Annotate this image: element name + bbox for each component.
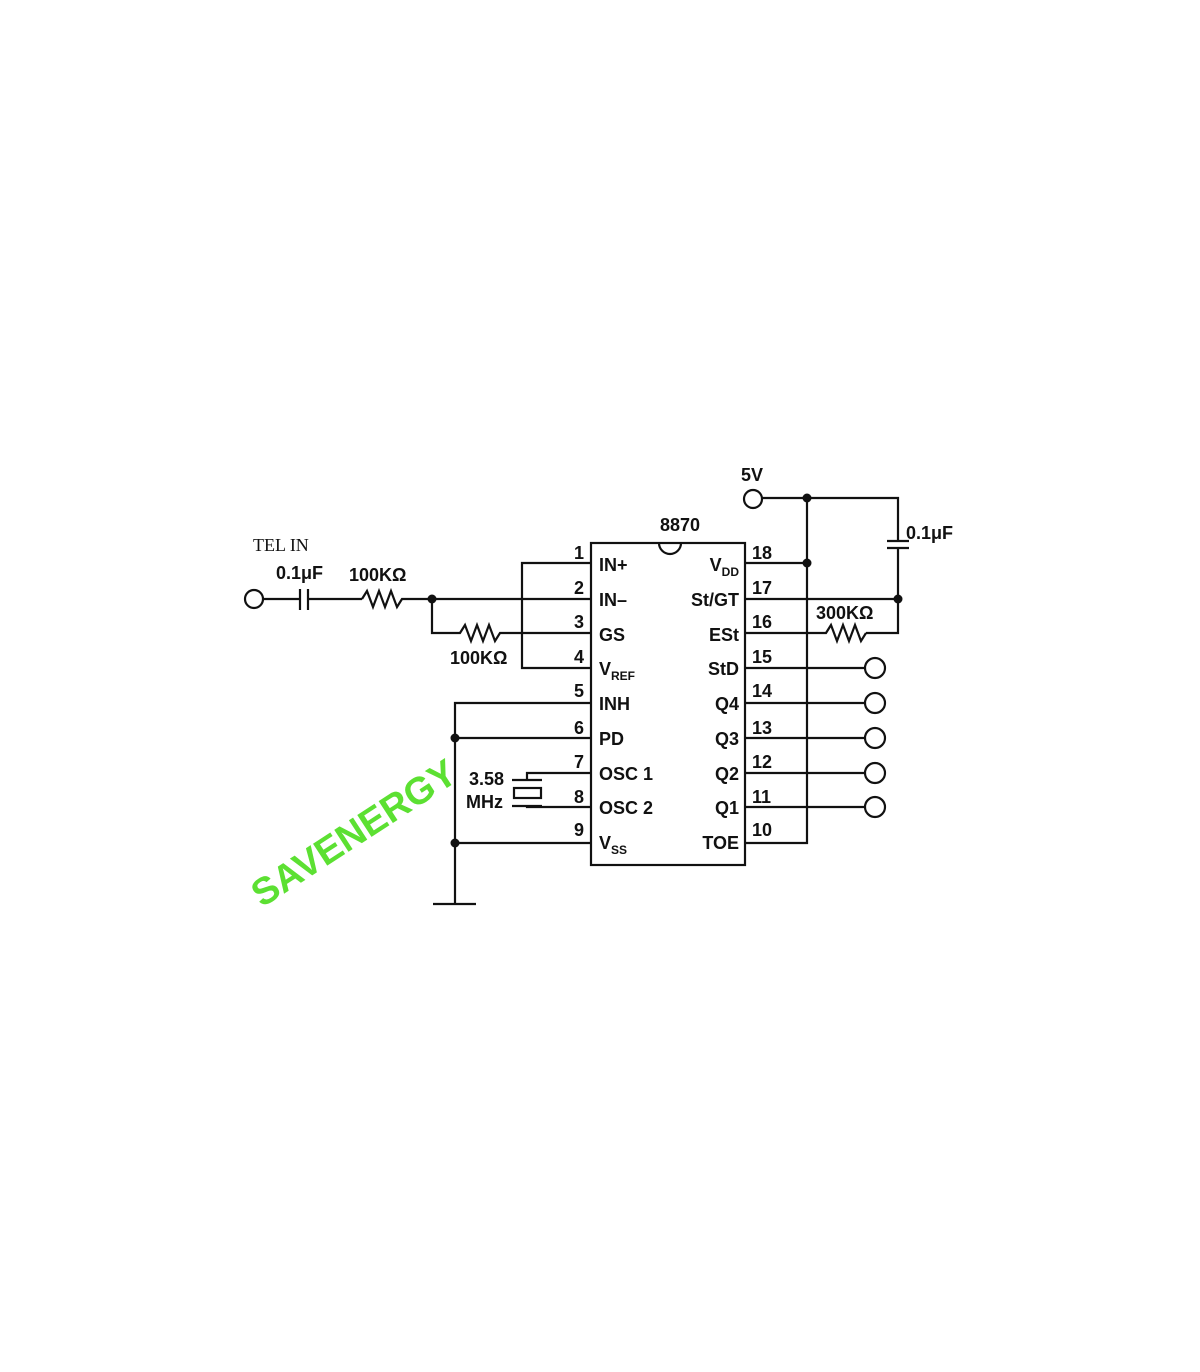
pin-name: IN+ <box>599 555 628 575</box>
crystal-unit: MHz <box>466 792 503 812</box>
input-resistor-1 <box>361 587 432 611</box>
pin-name-vref: VREF <box>599 659 635 683</box>
pin-number: 1 <box>574 543 584 563</box>
pin-number: 18 <box>752 543 772 563</box>
chip-label: 8870 <box>660 515 700 535</box>
pin-number: 15 <box>752 647 772 667</box>
left-pins: 1 2 3 4 5 6 7 8 9 IN+ IN– GS VREF INH PD… <box>574 543 653 857</box>
vcc-terminal <box>742 488 764 510</box>
input-cap-label: 0.1μF <box>276 563 323 583</box>
q2-terminal <box>863 761 887 785</box>
crystal-wires <box>512 771 590 809</box>
r2-label: 100KΩ <box>450 648 507 668</box>
pin-number: 14 <box>752 681 772 701</box>
pin-name: OSC 2 <box>599 798 653 818</box>
pin-number: 16 <box>752 612 772 632</box>
pin-name: IN– <box>599 590 627 610</box>
pin-name: Q2 <box>715 764 739 784</box>
crystal-icon <box>512 786 543 800</box>
r1-label: 100KΩ <box>349 565 406 585</box>
tel-in-label: TEL IN <box>253 535 309 555</box>
pin-name-vdd: VDD <box>710 555 740 579</box>
pin-number: 2 <box>574 578 584 598</box>
q4-terminal <box>863 691 887 715</box>
pin-number: 4 <box>574 647 584 667</box>
junction <box>450 733 460 743</box>
pin-name: Q1 <box>715 798 739 818</box>
pin-number: 11 <box>752 787 771 807</box>
pin-name: TOE <box>702 833 739 853</box>
pin-number: 13 <box>752 718 772 738</box>
crystal-freq: 3.58 <box>469 769 504 789</box>
vcc-label: 5V <box>741 465 763 485</box>
vdd-bus <box>745 498 809 845</box>
std-terminal <box>863 656 887 680</box>
r3-label: 300KΩ <box>816 603 873 623</box>
pin-number: 5 <box>574 681 584 701</box>
ground-bus <box>433 701 590 906</box>
pin-number: 9 <box>574 820 584 840</box>
watermark: SAVENERGY <box>244 752 465 916</box>
input-capacitor <box>263 589 362 610</box>
ic-notch <box>657 542 683 556</box>
pin-number: 8 <box>574 787 584 807</box>
pin-name: St/GT <box>691 590 739 610</box>
pin-name: Q4 <box>715 694 739 714</box>
pin-name: PD <box>599 729 624 749</box>
pin-name: OSC 1 <box>599 764 653 784</box>
pin-name: INH <box>599 694 630 714</box>
pin-number: 6 <box>574 718 584 738</box>
pin-name: ESt <box>709 625 739 645</box>
power-wires <box>762 496 909 635</box>
q3-terminal <box>863 726 887 750</box>
pin-number: 10 <box>752 820 772 840</box>
q1-terminal <box>863 795 887 819</box>
pin-number: 17 <box>752 578 772 598</box>
pin-number: 12 <box>752 752 772 772</box>
pin-name: GS <box>599 625 625 645</box>
pin-number: 3 <box>574 612 584 632</box>
right-pins: 18 17 16 15 14 13 12 11 10 VDD St/GT ESt… <box>691 543 772 853</box>
pin-name: Q3 <box>715 729 739 749</box>
junction <box>450 838 460 848</box>
pin-number: 7 <box>574 752 584 772</box>
wire-pin1-pin4 <box>520 561 590 670</box>
pin-name: StD <box>708 659 739 679</box>
pin-name-vss: VSS <box>599 833 627 857</box>
output-terminals <box>745 656 887 819</box>
est-resistor <box>745 621 867 645</box>
feedback-resistor <box>430 599 590 645</box>
junction <box>893 594 903 604</box>
junction <box>802 558 812 568</box>
tel-in-terminal <box>243 588 265 610</box>
power-cap-label: 0.1μF <box>906 523 953 543</box>
